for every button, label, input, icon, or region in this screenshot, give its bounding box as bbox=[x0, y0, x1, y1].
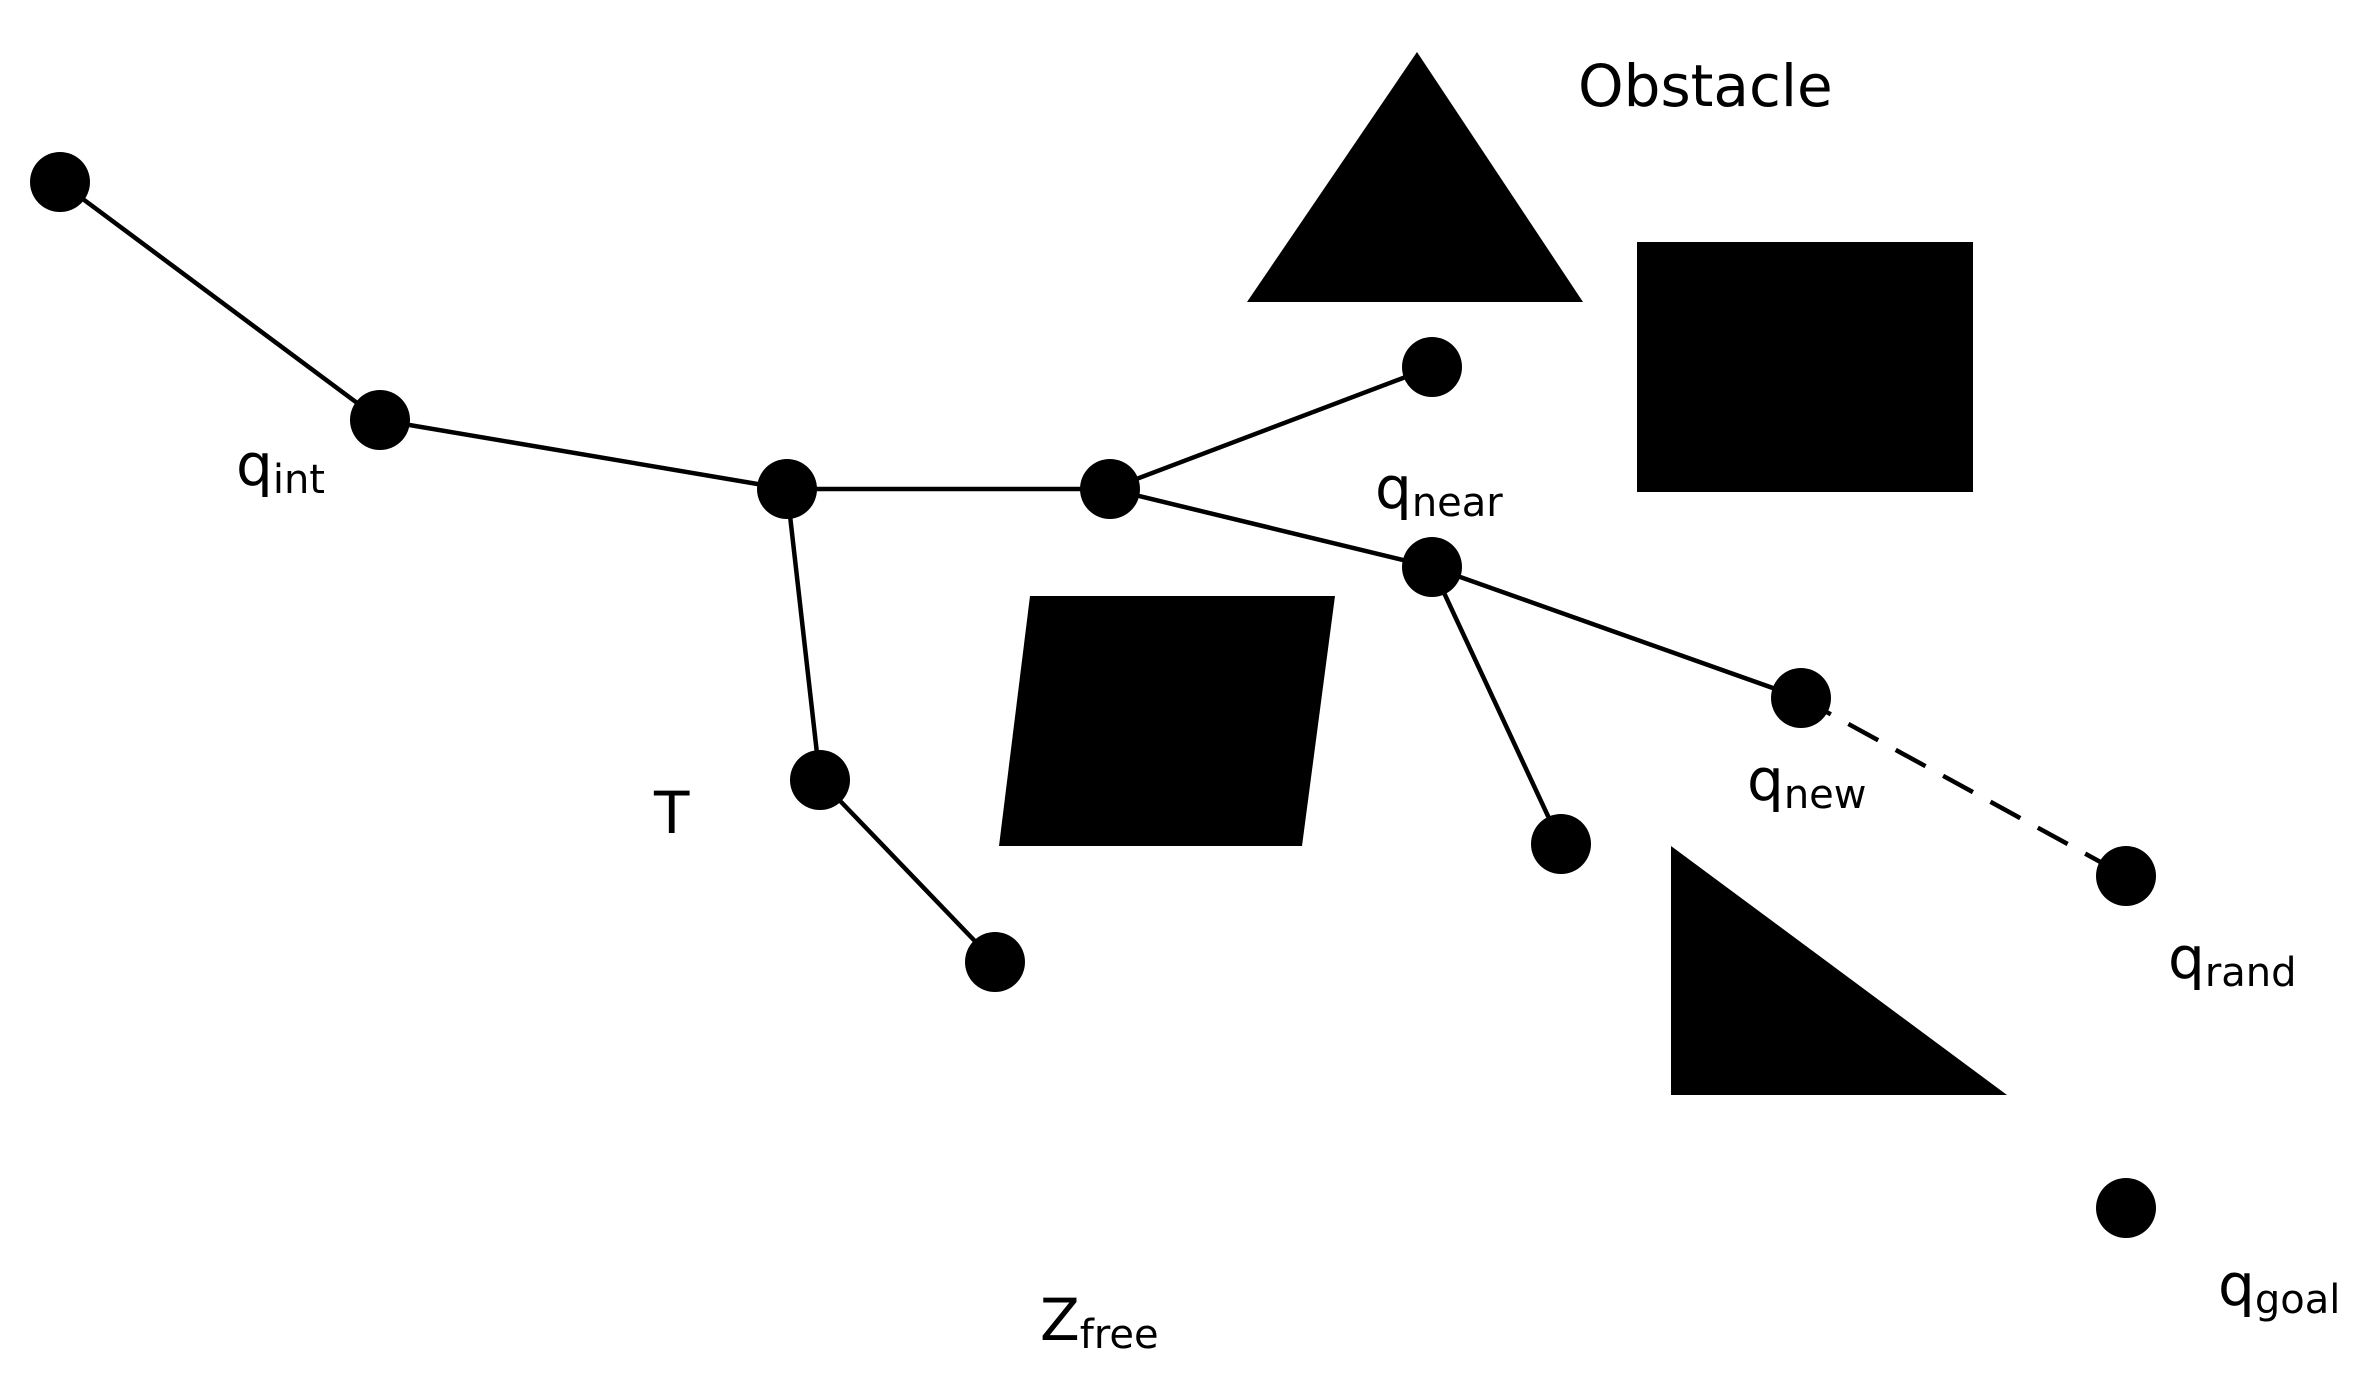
obstacle-label: Obstacle bbox=[1578, 52, 1833, 120]
node-top bbox=[1402, 337, 1462, 397]
z-free-label: Zfree bbox=[1040, 1286, 1159, 1358]
node-q-int bbox=[350, 390, 410, 450]
node-root bbox=[30, 152, 90, 212]
edge-hub-branch bbox=[784, 488, 823, 781]
q-rand-label: qrand bbox=[2168, 924, 2297, 996]
obstacle-triangle-top bbox=[1247, 52, 1583, 302]
node-mid bbox=[1080, 459, 1140, 519]
edge-qnear-leaf bbox=[1429, 566, 1564, 845]
tree-edges bbox=[58, 180, 2128, 964]
q-goal-label: qgoal bbox=[2218, 1251, 2340, 1323]
q-new-label: qnew bbox=[1747, 746, 1867, 818]
edge-mid-top bbox=[1109, 364, 1433, 492]
obstacle-parallelogram bbox=[999, 596, 1335, 846]
obstacle-right-triangle bbox=[1671, 846, 2007, 1095]
node-q-near bbox=[1402, 537, 1462, 597]
q-near-label: qnear bbox=[1375, 454, 1503, 526]
edge-qnew-qrand bbox=[1799, 696, 2128, 878]
tree-nodes bbox=[30, 152, 2156, 1238]
node-q-goal bbox=[2096, 1178, 2156, 1238]
edge-branch-leaf bbox=[818, 778, 997, 964]
node-q-new bbox=[1771, 668, 1831, 728]
q-int-label: qint bbox=[236, 431, 325, 503]
obstacle-rectangle bbox=[1637, 242, 1973, 492]
node-branch-leaf bbox=[965, 932, 1025, 992]
edge-qint-hub bbox=[379, 417, 788, 492]
node-q-rand bbox=[2096, 846, 2156, 906]
edge-mid-qnear bbox=[1109, 486, 1433, 570]
node-branch bbox=[790, 750, 850, 810]
tree-label: T bbox=[653, 779, 690, 847]
edge-qnear-qnew bbox=[1431, 564, 1802, 701]
node-near-leaf bbox=[1531, 814, 1591, 874]
node-hub bbox=[757, 459, 817, 519]
obstacles bbox=[999, 52, 2007, 1095]
labels: Obstacle qint qnear qnew qrand qgoal T Z… bbox=[236, 52, 2340, 1358]
edge-root-qint bbox=[58, 180, 382, 422]
